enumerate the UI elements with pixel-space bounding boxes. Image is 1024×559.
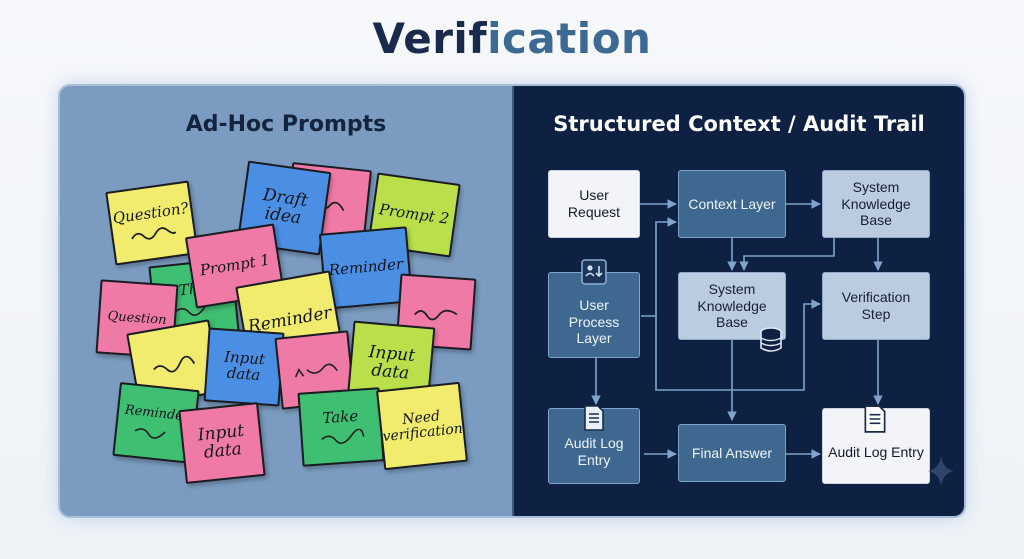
sparkle-icon xyxy=(928,456,954,486)
note-prompt2-text: Prompt 2 xyxy=(377,200,451,228)
node-audit-left-label: Audit Log Entry xyxy=(564,435,624,468)
scribble-icon xyxy=(131,227,177,240)
node-skb-mid-label: System Knowledge Base xyxy=(697,280,767,331)
page-title: Verification xyxy=(0,14,1024,63)
note-reminder1-text: Reminder xyxy=(328,254,404,280)
node-final-answer-label: Final Answer xyxy=(691,444,773,461)
user-process-icon xyxy=(581,259,607,285)
note-take-text: Take xyxy=(321,406,359,428)
arrow-process-verification xyxy=(655,299,821,391)
comparison-frame: Ad-Hoc Prompts Question? Prompt 2 Draft … xyxy=(60,86,964,516)
scribble-icon xyxy=(414,309,458,321)
note-need-text: Need verification xyxy=(381,408,464,446)
title-part-1: Verif xyxy=(372,14,488,63)
scribble-icon xyxy=(153,355,196,373)
note-pink-mid xyxy=(274,330,356,410)
note-draft-text: Draft idea xyxy=(261,185,310,229)
ad-hoc-panel: Ad-Hoc Prompts Question? Prompt 2 Draft … xyxy=(60,86,512,516)
ad-hoc-title: Ad-Hoc Prompts xyxy=(185,112,387,137)
node-user-request: User Request xyxy=(548,170,640,238)
note-need: Need verification xyxy=(376,381,468,471)
arrow-process-context xyxy=(641,217,677,317)
scribble-icon xyxy=(174,306,206,316)
document-icon xyxy=(864,405,886,433)
note-reminder3: Reminder xyxy=(112,382,200,464)
node-audit-right-label: Audit Log Entry xyxy=(828,443,924,460)
node-context-layer: Context Layer xyxy=(678,170,786,238)
database-icon xyxy=(760,327,782,352)
document-icon xyxy=(584,405,604,431)
note-question2-text: Question xyxy=(107,309,167,329)
node-user-process-label: User Process Layer xyxy=(568,296,620,347)
node-skb-mid: System Knowledge Base xyxy=(678,272,786,340)
note-take: Take xyxy=(297,387,385,467)
scribble-icon xyxy=(321,428,365,444)
note-thanks: Tha xyxy=(148,257,240,341)
note-yellow-left xyxy=(126,319,222,407)
scribble-icon xyxy=(134,427,166,439)
structured-title: Structured Context / Audit Trail xyxy=(553,112,925,136)
note-prompt1-text: Prompt 1 xyxy=(198,250,272,280)
scribble-icon xyxy=(294,363,338,378)
node-verification-label: Verification Step xyxy=(841,289,911,322)
structured-panel: Structured Context / Audit Trail xyxy=(512,86,964,516)
note-input1-text: Input data xyxy=(223,347,266,385)
node-user-request-label: User Request xyxy=(567,187,621,220)
note-input1: Input data xyxy=(203,327,285,407)
note-input3: Input data xyxy=(178,402,266,484)
node-user-process: User Process Layer xyxy=(548,272,640,358)
note-question-text: Question? xyxy=(111,199,190,228)
node-skb-top: System Knowledge Base xyxy=(822,170,930,238)
note-pink-right xyxy=(395,273,477,351)
node-verification: Verification Step xyxy=(822,272,930,340)
node-final-answer: Final Answer xyxy=(678,424,786,482)
title-part-2: ication xyxy=(487,14,652,63)
note-question: Question? xyxy=(105,180,199,266)
note-input3-text: Input data xyxy=(196,420,246,463)
flow-connectors xyxy=(591,199,883,459)
node-context-layer-label: Context Layer xyxy=(688,195,776,212)
node-skb-top-label: System Knowledge Base xyxy=(841,178,911,229)
arrow-skbtop-skbmid xyxy=(739,238,835,271)
note-input2-text: Input data xyxy=(367,342,416,384)
